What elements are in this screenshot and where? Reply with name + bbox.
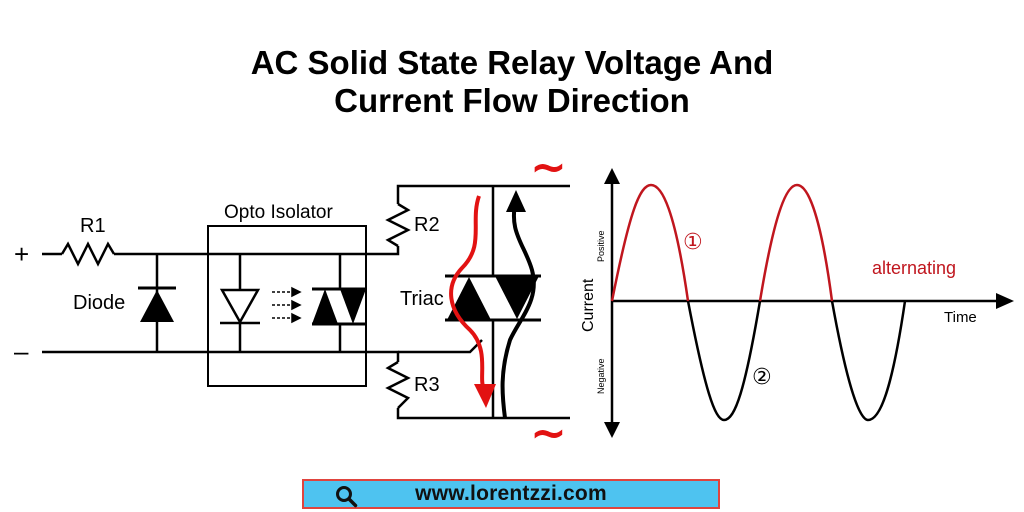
ac-top-label: ~ [530, 142, 567, 193]
minus-label: – [14, 336, 29, 366]
r2-resistor [385, 202, 411, 248]
title-line-2: Current Flow Direction [334, 82, 690, 119]
gate-wiring [340, 184, 570, 420]
opto-label: Opto Isolator [224, 202, 333, 223]
waveform-axes [604, 168, 1014, 438]
r2-label: R2 [414, 214, 440, 236]
plus-label: + [14, 239, 29, 269]
alternating-label: alternating [872, 258, 956, 278]
diode-symbol [138, 286, 176, 322]
arrowhead-down-icon [474, 384, 496, 408]
ac-bottom-label: ~ [530, 408, 567, 459]
r1-resistor [60, 241, 116, 267]
r3-resistor [385, 360, 411, 409]
marker-2: ② [752, 365, 772, 390]
page-title: AC Solid State Relay Voltage And Current… [0, 44, 1024, 120]
current-arrow-up [500, 199, 536, 419]
r3-label: R3 [414, 374, 440, 396]
time-axis-label: Time [944, 309, 977, 326]
negative-axis-label: Negative [596, 358, 606, 394]
arrowhead-up-icon [506, 190, 526, 212]
led-symbol [219, 254, 261, 352]
positive-wave [610, 183, 834, 302]
current-arrow-down [449, 195, 486, 390]
diode-label: Diode [73, 292, 125, 314]
r1-label: R1 [80, 215, 106, 237]
positive-axis-label: Positive [596, 230, 606, 262]
triac-label: Triac [400, 288, 444, 310]
input-circuit [42, 241, 340, 354]
current-axis-label: Current [580, 278, 597, 332]
light-arrows-icon [272, 286, 302, 324]
search-icon [336, 486, 358, 508]
opto-isolator-box [207, 225, 367, 387]
negative-wave [686, 300, 907, 422]
title-line-1: AC Solid State Relay Voltage And [250, 44, 774, 81]
website-url[interactable]: www.lorentzzi.com [415, 482, 607, 505]
opto-triac-symbol [312, 254, 366, 352]
marker-1: ① [683, 230, 703, 255]
website-url-bar[interactable]: www.lorentzzi.com [302, 479, 720, 509]
